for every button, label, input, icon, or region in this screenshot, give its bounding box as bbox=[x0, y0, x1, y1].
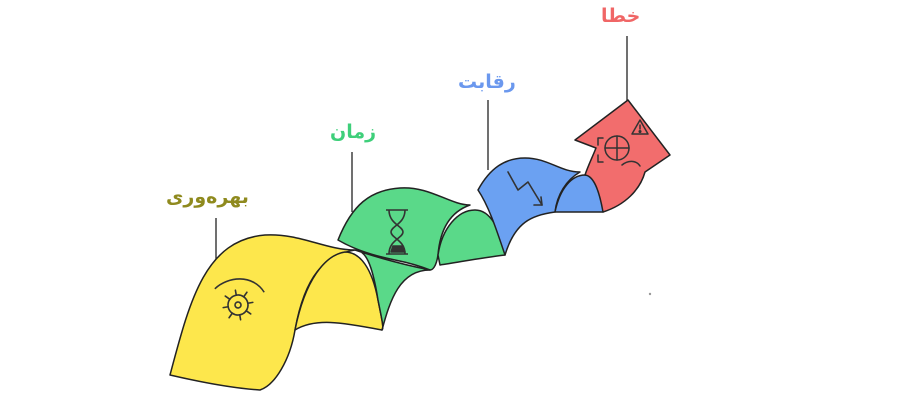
ribbon-segment-risk bbox=[574, 99, 671, 213]
stray-dot bbox=[648, 292, 652, 296]
trend-down-icon bbox=[507, 171, 543, 206]
label-competition: رقابت bbox=[458, 71, 516, 93]
label-risk: خطا bbox=[601, 5, 641, 27]
hourglass-icon bbox=[386, 209, 408, 255]
ribbon-fold-2 bbox=[354, 249, 431, 331]
warning-face-icon bbox=[597, 119, 649, 167]
label-time: زمان bbox=[330, 121, 377, 143]
label-productivity: بهره‌وری bbox=[166, 186, 249, 208]
gear-icon bbox=[214, 278, 265, 321]
